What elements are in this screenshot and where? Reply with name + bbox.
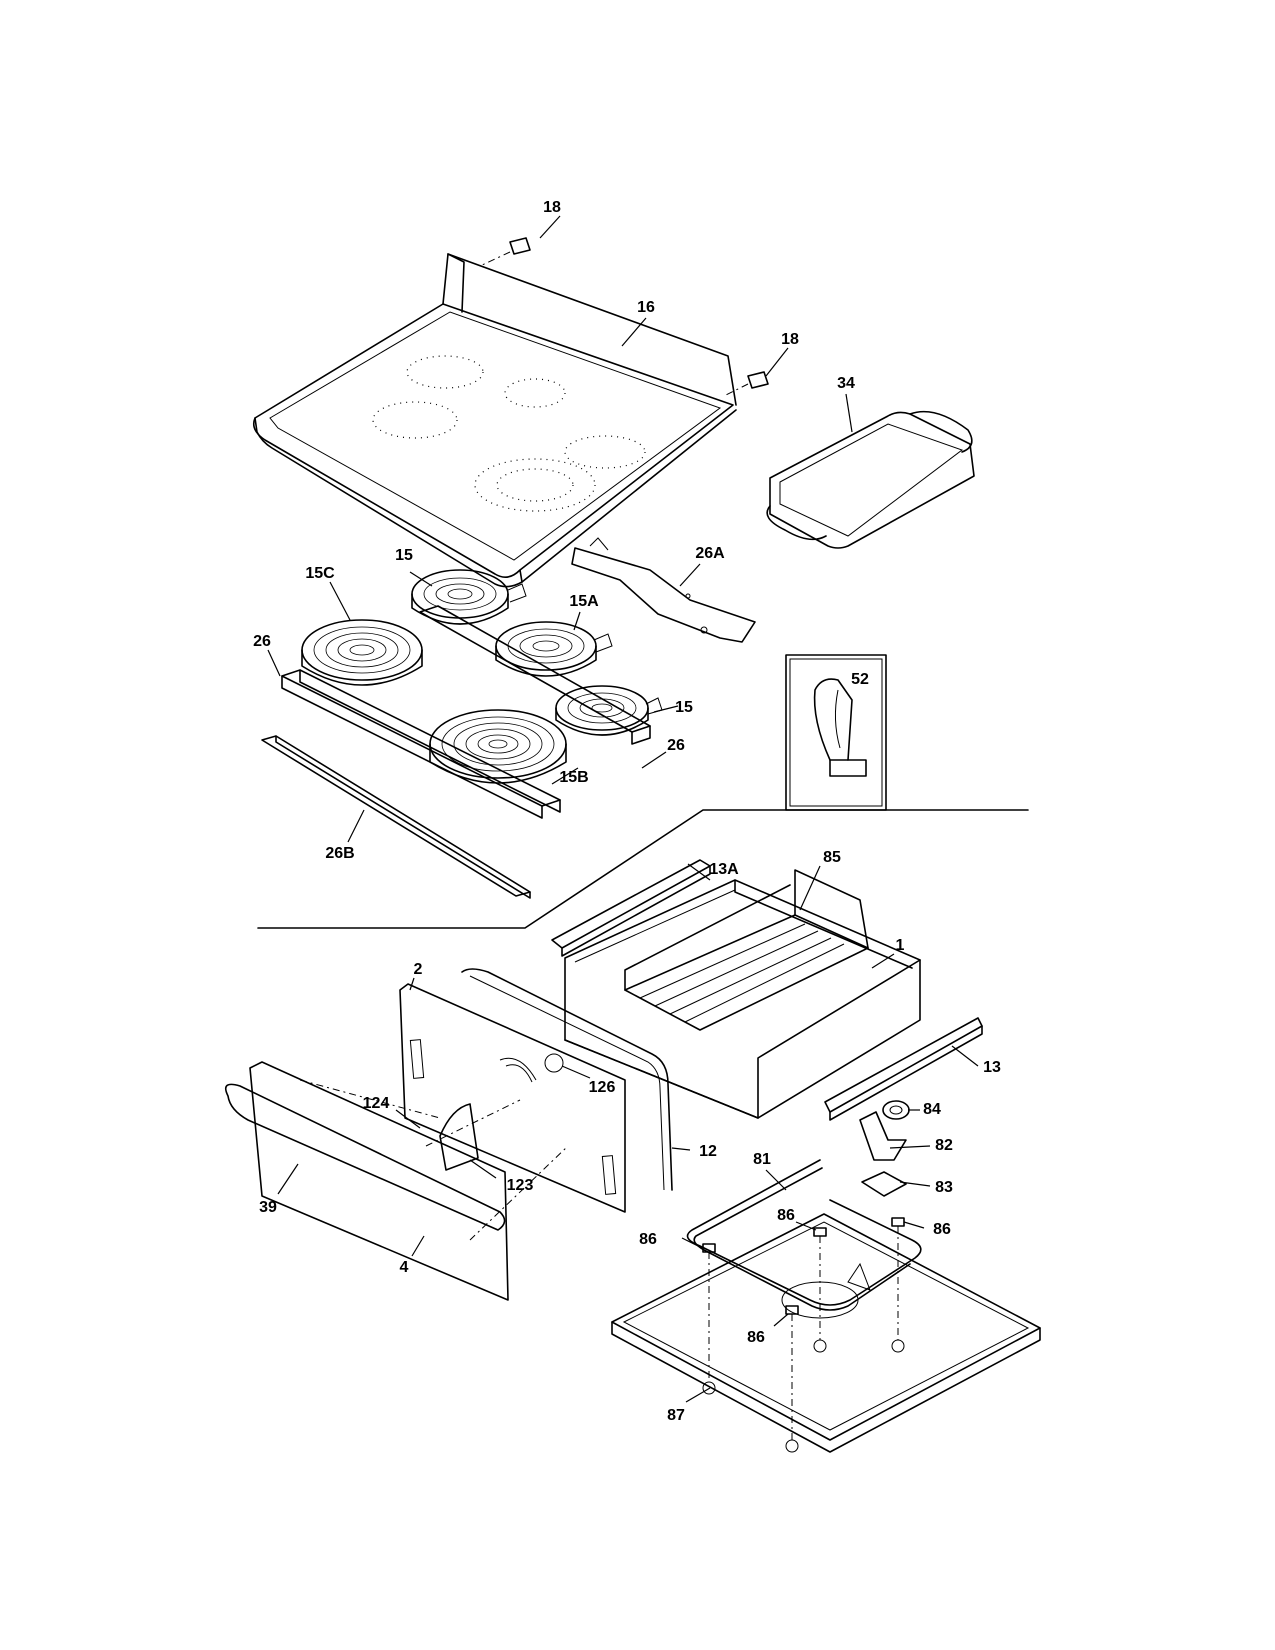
callout-1: 1 [896, 937, 905, 954]
callout-26b: 26B [325, 845, 354, 862]
callout-12: 12 [699, 1143, 717, 1160]
wire-rack-part [624, 869, 869, 1031]
callout-82: 82 [935, 1137, 953, 1154]
drawer-panel-part [399, 983, 626, 1213]
assembly-lines [299, 1079, 905, 1453]
switch-part [882, 1100, 910, 1120]
clip-part [891, 1217, 905, 1227]
drawer-slide-part [551, 859, 711, 957]
callout-52: 52 [851, 671, 869, 688]
callout-86: 86 [639, 1231, 657, 1248]
callout-85: 85 [823, 849, 841, 866]
callout-123: 123 [507, 1177, 534, 1194]
drawer-box-part [564, 879, 921, 1119]
callout-15a: 15A [569, 593, 599, 610]
callout-15b: 15B [559, 769, 588, 786]
callout-34: 34 [837, 375, 855, 392]
callout-13a: 13A [709, 861, 739, 878]
callout-16: 16 [637, 299, 655, 316]
clip-part [813, 1227, 827, 1237]
cooktop-part [252, 253, 737, 588]
callout-26: 26 [667, 737, 685, 754]
callout-86: 86 [933, 1221, 951, 1238]
callout-124: 124 [363, 1095, 390, 1112]
gasket-part [461, 968, 673, 1191]
callout-15c: 15C [305, 565, 335, 582]
knob-inset-part [785, 654, 887, 811]
callout-15: 15 [395, 547, 413, 564]
callout-26: 26 [253, 633, 271, 650]
burner-element-part [555, 685, 663, 736]
callout-87: 87 [667, 1407, 685, 1424]
callout-4: 4 [400, 1259, 409, 1276]
callout-18: 18 [781, 331, 799, 348]
burner-element-part [301, 619, 423, 686]
bottom-panel-part [611, 1213, 1041, 1453]
callout-86: 86 [747, 1329, 765, 1346]
burner-element-part [429, 709, 567, 784]
callout-84: 84 [923, 1101, 941, 1118]
callout-81: 81 [753, 1151, 771, 1168]
callout-2: 2 [414, 961, 423, 978]
bake-element-part [686, 1159, 922, 1319]
handle-bracket-part [439, 1103, 479, 1171]
bracket-part [723, 371, 769, 397]
drawer-slide-part [824, 1017, 983, 1121]
drawer-front-part [224, 1061, 509, 1301]
bracket-part [479, 237, 531, 267]
burner-element-part [411, 569, 527, 625]
callout-39: 39 [259, 1199, 277, 1216]
burner-rail-part [419, 605, 651, 745]
bracket-part [859, 1111, 907, 1161]
bracket-part [861, 1171, 907, 1197]
callout-86: 86 [777, 1207, 795, 1224]
leader-lines [267, 215, 979, 1403]
callout-15: 15 [675, 699, 693, 716]
griddle-part [766, 410, 975, 549]
callout-83: 83 [935, 1179, 953, 1196]
callout-13: 13 [983, 1059, 1001, 1076]
burner-element-part [495, 621, 613, 677]
callout-18: 18 [543, 199, 561, 216]
burner-rail-part [261, 735, 531, 899]
callout-126: 126 [589, 1079, 616, 1096]
callout-26a: 26A [695, 545, 725, 562]
bracket-part [571, 537, 756, 643]
